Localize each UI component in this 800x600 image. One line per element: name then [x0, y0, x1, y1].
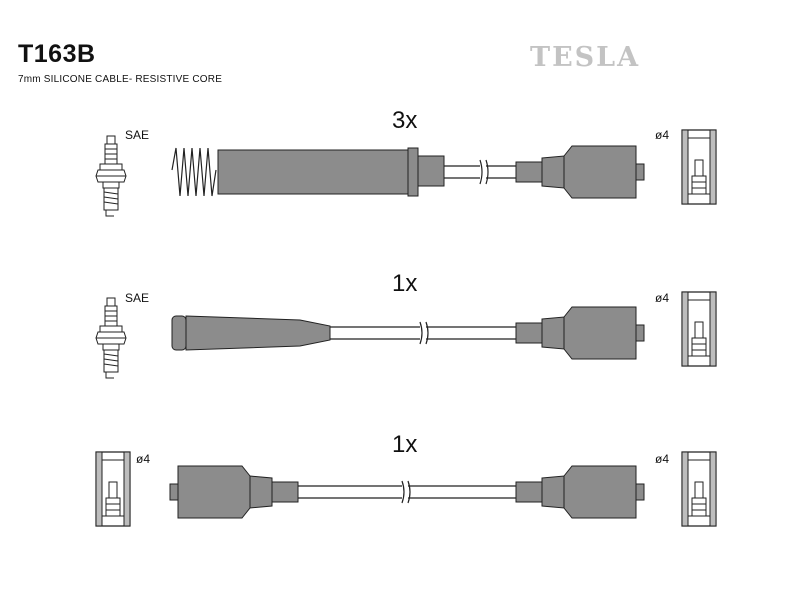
row2-coil-boot	[515, 306, 645, 360]
row2-right-label: ø4	[655, 291, 670, 305]
row1-coil-boot	[515, 145, 645, 199]
cable-description: 7mm SILICONE CABLE- RESISTIVE CORE	[18, 74, 223, 85]
row2-spark-plug-icon	[95, 297, 127, 379]
row3-right-label: ø4	[655, 452, 670, 466]
row1-quantity: 3x	[392, 107, 418, 134]
row3-left-boot	[169, 465, 299, 519]
row2-socket-icon	[681, 291, 717, 367]
row1-cable	[444, 159, 516, 185]
part-number: T163B	[18, 40, 96, 68]
brand-logo: TESLA	[530, 42, 641, 73]
row1-spring	[171, 147, 217, 197]
row3-left-label: ø4	[136, 452, 151, 466]
row2-left-label: SAE	[125, 291, 150, 305]
row2-spark-plug-boot	[171, 315, 331, 351]
row1-socket-icon	[681, 129, 717, 205]
row1-right-label: ø4	[655, 128, 670, 142]
row3-cable	[298, 480, 516, 504]
row1-spark-plug-boot	[217, 147, 445, 197]
row3-right-socket-icon	[681, 451, 717, 527]
row3-left-socket-icon	[95, 451, 131, 527]
row2-cable	[330, 321, 516, 345]
row2-quantity: 1x	[392, 270, 418, 297]
row3-right-boot	[515, 465, 645, 519]
row1-left-label: SAE	[125, 128, 150, 142]
row3-quantity: 1x	[392, 431, 418, 458]
row1-spark-plug-icon	[95, 135, 127, 217]
